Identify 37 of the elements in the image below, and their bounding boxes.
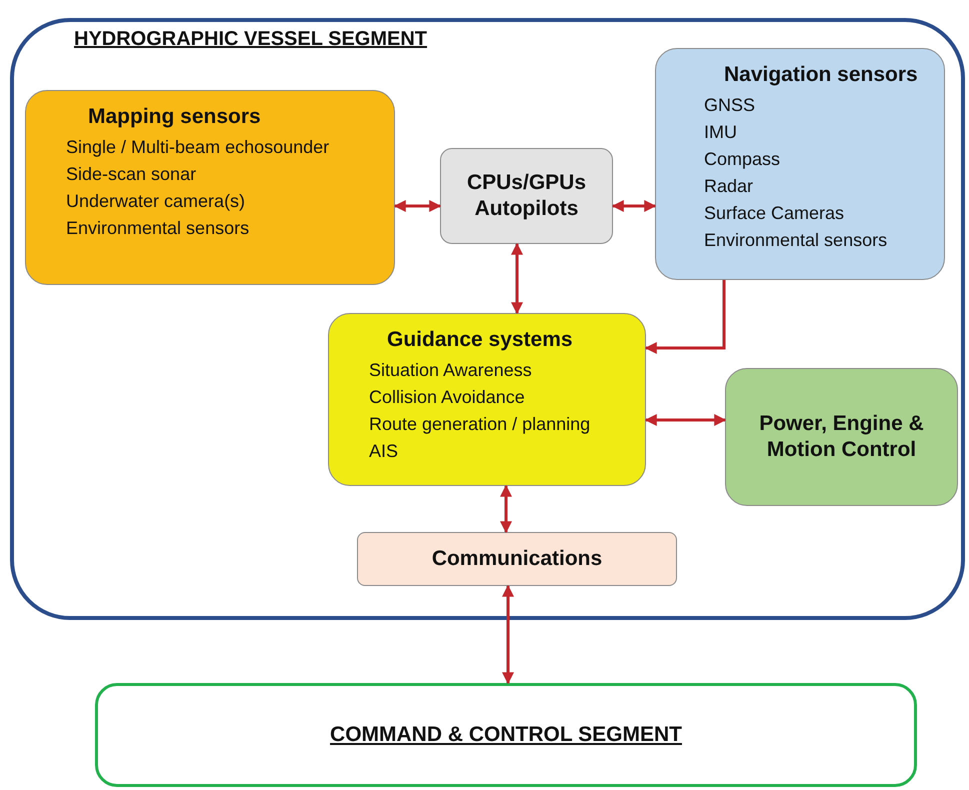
list-item: Environmental sensors	[704, 230, 888, 251]
process-box	[25, 90, 395, 285]
process-box	[328, 313, 646, 486]
process-box	[357, 532, 677, 586]
segment-title: HYDROGRAPHIC VESSEL SEGMENT	[74, 28, 428, 51]
list-item: Situation Awareness	[369, 360, 533, 381]
box-heading: Navigation sensors	[724, 63, 919, 87]
list-item: Collision Avoidance	[369, 387, 526, 408]
list-item: Radar	[704, 176, 754, 197]
arrow	[644, 414, 726, 426]
arrow	[511, 242, 523, 314]
list-item: Compass	[704, 149, 782, 170]
box-label: Power, Engine & Motion Control	[758, 410, 925, 463]
list-item: Underwater camera(s)	[66, 191, 246, 212]
box-heading: Guidance systems	[387, 328, 574, 352]
process-box	[440, 148, 613, 244]
segment-title: COMMAND & CONTROL SEGMENT	[330, 723, 682, 747]
process-box	[655, 48, 945, 280]
list-item: Surface Cameras	[704, 203, 846, 224]
segment-frame	[95, 683, 917, 787]
list-item: AIS	[369, 441, 400, 462]
box-heading: Mapping sensors	[88, 105, 262, 129]
list-item: Single / Multi-beam echosounder	[66, 137, 330, 158]
arrow	[644, 280, 726, 354]
process-box	[725, 368, 958, 506]
list-item: Route generation / planning	[369, 414, 592, 435]
list-item: GNSS	[704, 95, 756, 116]
list-item: Environmental sensors	[66, 218, 250, 239]
box-label: CPUs/GPUs Autopilots	[466, 170, 588, 222]
arrow	[502, 584, 514, 684]
arrow	[612, 200, 656, 212]
box-label: Communications	[432, 546, 602, 572]
arrow	[500, 484, 512, 534]
list-item: IMU	[704, 122, 738, 143]
arrow	[394, 200, 442, 212]
list-item: Side-scan sonar	[66, 164, 198, 185]
segment-frame	[10, 18, 965, 620]
